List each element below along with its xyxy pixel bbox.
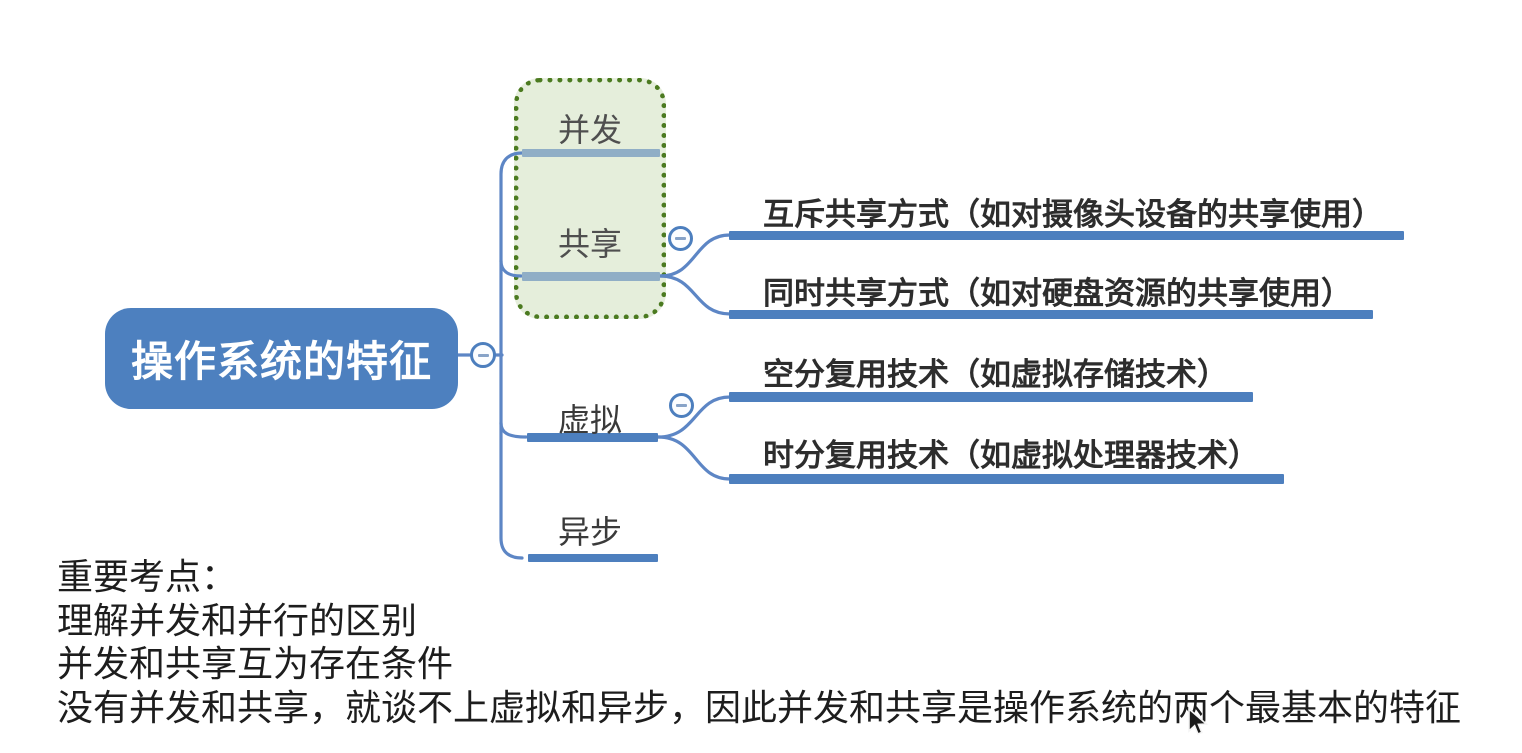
topic-concurrency[interactable]: 并发 bbox=[514, 105, 666, 151]
virtual-child-fork-down bbox=[656, 435, 732, 481]
underline-virtual bbox=[527, 433, 658, 442]
topic-simultaneous-sharing-label: 同时共享方式（如对硬盘资源的共享使用） bbox=[763, 276, 1352, 311]
underline-sharing bbox=[522, 272, 660, 281]
root-topic-label: 操作系统的特征 bbox=[130, 338, 432, 385]
collapse-button-root[interactable] bbox=[470, 342, 496, 368]
topic-sharing-label: 共享 bbox=[557, 226, 622, 262]
underline-async bbox=[528, 554, 658, 562]
underline-concurrency bbox=[522, 149, 660, 157]
topic-space-multiplexing-label: 空分复用技术（如虚拟存储技术） bbox=[763, 357, 1228, 392]
topic-async-label: 异步 bbox=[557, 514, 622, 550]
topic-concurrency-label: 并发 bbox=[557, 112, 622, 148]
underline-simultaneous-sharing bbox=[729, 310, 1373, 319]
notes-line: 没有并发和共享，就谈不上虚拟和异步，因此并发和共享是操作系统的两个最基本的特征 bbox=[57, 687, 1462, 728]
underline-mutex-sharing bbox=[729, 231, 1404, 240]
topic-virtual-label: 虚拟 bbox=[557, 402, 622, 438]
minus-icon bbox=[477, 353, 489, 357]
notes-block: 重要考点： 理解并发和并行的区别 并发和共享互为存在条件 没有并发和共享，就谈不… bbox=[57, 556, 1507, 730]
topic-simultaneous-sharing[interactable]: 同时共享方式（如对硬盘资源的共享使用） bbox=[763, 268, 1352, 313]
notes-line: 重要考点： bbox=[57, 557, 238, 597]
topic-mutex-sharing-label: 互斥共享方式（如对摄像头设备的共享使用） bbox=[763, 197, 1383, 232]
underline-time-multiplexing bbox=[729, 474, 1284, 484]
topic-time-multiplexing[interactable]: 时分复用技术（如虚拟处理器技术） bbox=[763, 430, 1259, 475]
notes-line: 并发和共享互为存在条件 bbox=[57, 644, 454, 684]
topic-async[interactable]: 异步 bbox=[514, 507, 666, 553]
topic-time-multiplexing-label: 时分复用技术（如虚拟处理器技术） bbox=[763, 438, 1259, 473]
topic-sharing[interactable]: 共享 bbox=[514, 219, 666, 265]
topic-space-multiplexing[interactable]: 空分复用技术（如虚拟存储技术） bbox=[763, 349, 1228, 394]
root-topic[interactable]: 操作系统的特征 bbox=[105, 308, 458, 409]
mouse-cursor bbox=[1188, 708, 1209, 736]
minus-icon bbox=[675, 237, 686, 240]
minus-icon bbox=[676, 404, 687, 407]
topic-mutex-sharing[interactable]: 互斥共享方式（如对摄像头设备的共享使用） bbox=[763, 189, 1383, 234]
collapse-button-sharing[interactable] bbox=[668, 226, 693, 251]
share-child-fork-down bbox=[658, 274, 732, 316]
notes-line: 理解并发和并行的区别 bbox=[57, 600, 418, 641]
underline-space-multiplexing bbox=[729, 392, 1253, 402]
topic-virtual[interactable]: 虚拟 bbox=[514, 395, 666, 441]
collapse-button-virtual[interactable] bbox=[669, 393, 694, 418]
